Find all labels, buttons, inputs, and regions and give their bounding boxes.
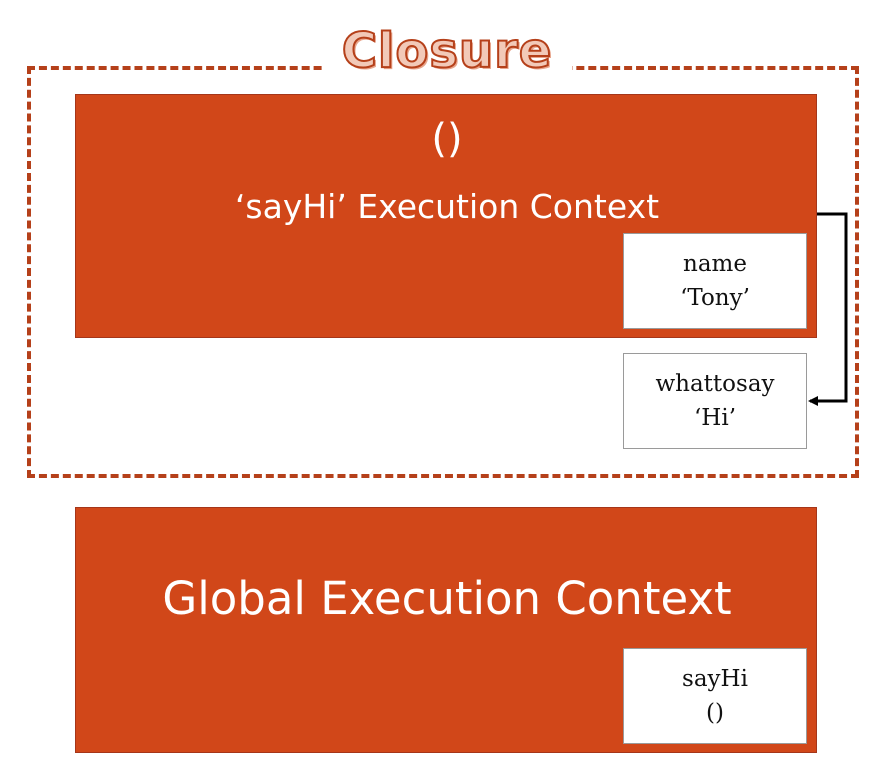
whattosay-variable-name: whattosay xyxy=(655,371,775,397)
sayhi-context-label: ‘sayHi’ Execution Context xyxy=(234,187,660,226)
global-context-label: Global Execution Context xyxy=(162,572,732,625)
name-variable-box: name ‘Tony’ xyxy=(623,233,807,329)
sayhi-parens: () xyxy=(431,116,463,162)
sayhi-variable-box: sayHi () xyxy=(623,648,807,744)
whattosay-variable-box: whattosay ‘Hi’ xyxy=(623,353,807,449)
whattosay-variable-value: ‘Hi’ xyxy=(693,405,737,431)
name-variable-name: name xyxy=(683,251,747,277)
sayhi-variable-value: () xyxy=(706,700,724,726)
name-variable-value: ‘Tony’ xyxy=(680,285,750,311)
sayhi-variable-name: sayHi xyxy=(682,666,748,692)
closure-title: Closure xyxy=(322,22,572,80)
